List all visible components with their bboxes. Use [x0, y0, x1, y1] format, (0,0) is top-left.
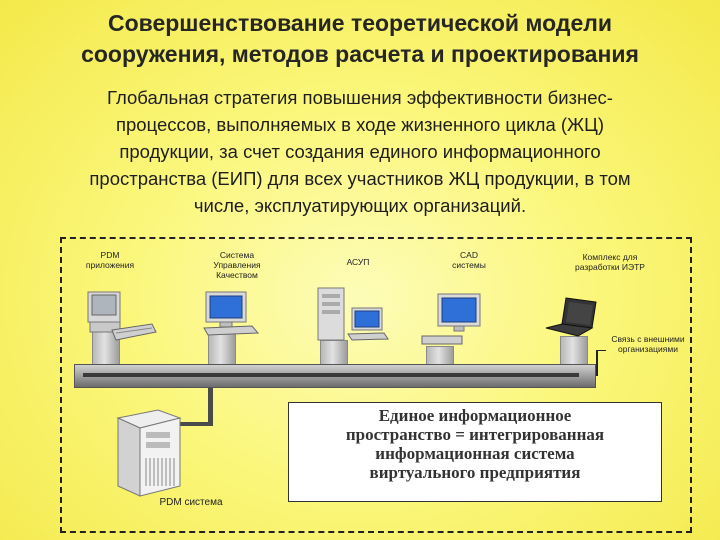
bus-core: [83, 373, 579, 377]
strategy-line-2: процессов, выполняемых в ходе жизненного…: [116, 114, 604, 135]
info-box-line-2: пространство = интегрированная: [345, 425, 605, 444]
label-quality-line-3: Качеством: [216, 270, 258, 280]
network-bus: [74, 364, 596, 388]
strategy-line-5: числе, эксплуатирующих организаций.: [193, 195, 527, 216]
label-cad-line-1: CAD: [460, 250, 478, 260]
strategy-line-3: продукции, за счет создания единого инфо…: [119, 141, 601, 162]
info-box-line-4: виртуального предприятия: [369, 463, 581, 482]
label-pdm-system: PDM система: [136, 498, 246, 508]
monitor-cad-icon: [421, 293, 481, 345]
pedestal-ietr: [560, 336, 588, 366]
label-cad: CAD системы: [434, 250, 504, 270]
strategy-line-1: Глобальная стратегия повышения эффективн…: [107, 87, 613, 108]
workstation-quality-icon: [203, 291, 260, 336]
enterprise-frame: [60, 237, 692, 533]
connector-external-horizontal: [596, 350, 606, 351]
label-asup: АСУП: [330, 257, 386, 267]
unified-info-space-box: Единое информационное пространство = инт…: [288, 402, 662, 502]
info-box-line-1: Единое информационное: [378, 406, 572, 425]
label-quality-line-2: Управления: [213, 260, 261, 270]
info-box-line-3: информационная система: [375, 444, 575, 463]
label-pdm-apps: PDM приложения: [70, 250, 150, 270]
label-pdm-apps-line-2: приложения: [85, 260, 135, 270]
strategy-text: Глобальная стратегия повышения эффективн…: [4, 84, 716, 219]
label-cad-line-2: системы: [452, 260, 486, 270]
server-asup-icon: [317, 287, 389, 341]
connector-pdm-system: [208, 388, 213, 426]
label-external: Связь с внешними организациями: [602, 334, 694, 354]
pedestal-cad: [426, 346, 454, 366]
title-line-1: Совершенствование теоретической модели: [107, 10, 613, 36]
laptop-ietr-icon: [545, 297, 597, 337]
label-quality-system: Система Управления Качеством: [196, 250, 278, 280]
title-line-2: сооружения, методов расчета и проектиров…: [81, 41, 639, 67]
connector-external-vertical: [596, 350, 598, 376]
server-pdm-system-icon: [116, 409, 182, 497]
label-asup-line-1: АСУП: [346, 257, 370, 267]
label-ietr-line-2: разработки ИЭТР: [575, 262, 645, 272]
label-pdm-system-line-1: PDM система: [159, 497, 223, 508]
page-title: Совершенствование теоретической модели с…: [0, 8, 720, 70]
label-ietr: Комплекс для разработки ИЭТР: [560, 252, 660, 272]
label-external-line-2: организациями: [618, 344, 678, 354]
connector-pdm-system-horizontal: [180, 422, 213, 426]
label-pdm-apps-line-1: PDM: [100, 250, 120, 260]
strategy-line-4: пространства (ЕИП) для всех участников Ж…: [89, 168, 631, 189]
label-external-line-1: Связь с внешними: [611, 334, 685, 344]
workstation-pdm-apps-icon: [87, 291, 157, 341]
label-quality-line-1: Система: [219, 250, 255, 260]
label-ietr-line-1: Комплекс для: [582, 252, 638, 262]
